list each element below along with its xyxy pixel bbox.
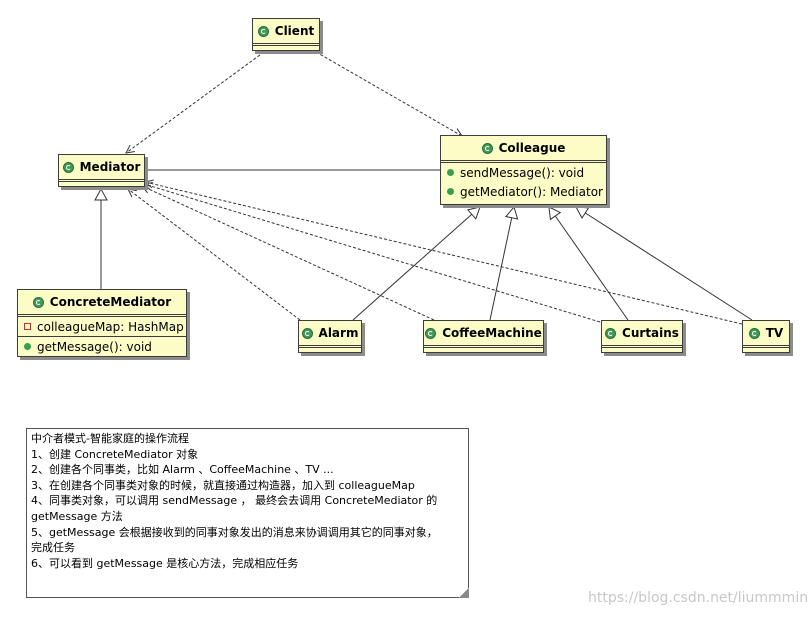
- class-icon: [425, 327, 437, 339]
- method-row: getMediator(): Mediator: [441, 182, 606, 201]
- class-header: Curtains: [602, 321, 682, 348]
- tv-to-mediator-dependency: [145, 182, 743, 325]
- class-tv[interactable]: TV: [742, 320, 790, 353]
- note-line: 5、getMessage 会根据接收到的同事对象发出的消息来协调调用其它的同事对…: [31, 525, 438, 539]
- class-mediator[interactable]: Mediator: [58, 154, 145, 187]
- method-signature: getMediator(): Mediator: [460, 184, 603, 199]
- class-icon: [748, 327, 760, 339]
- note-line: getMessage 方法: [31, 509, 123, 523]
- class-icon: [62, 161, 74, 173]
- curtains-to-mediator-dependency: [144, 184, 601, 323]
- alarm-to-colleague-generalization: [352, 206, 481, 321]
- class-name: ConcreteMediator: [49, 295, 172, 309]
- class-name: Alarm: [318, 326, 359, 340]
- class-name: TV: [765, 326, 784, 340]
- note-line: 完成任务: [31, 541, 75, 555]
- note-line: 6、可以看到 getMessage 是核心方法，完成相应任务: [31, 556, 299, 570]
- class-header: TV: [743, 321, 789, 348]
- tv-to-colleague-generalization: [575, 206, 753, 321]
- method-signature: sendMessage(): void: [460, 165, 585, 180]
- class-curtains[interactable]: Curtains: [601, 320, 683, 353]
- note-line: 3、在创建各个同事类对象的时候，就直接通过构造器，加入到 colleagueMa…: [31, 478, 415, 492]
- class-header: Alarm: [299, 321, 361, 348]
- description-note: 中介者模式-智能家庭的操作流程 1、创建 ConcreteMediator 对象…: [26, 428, 469, 598]
- class-name: Curtains: [622, 326, 679, 340]
- class-name: Client: [274, 24, 315, 38]
- note-line: 中介者模式-智能家庭的操作流程: [31, 432, 189, 445]
- class-alarm[interactable]: Alarm: [298, 320, 362, 353]
- public-method-icon: [24, 343, 31, 350]
- public-method-icon: [447, 169, 454, 176]
- class-icon: [301, 327, 313, 339]
- class-name: Colleague: [498, 141, 566, 155]
- class-header: Mediator: [59, 155, 144, 182]
- class-icon: [481, 142, 493, 154]
- method-signature: getMessage(): void: [37, 339, 152, 354]
- alarm-to-mediator-dependency: [128, 189, 301, 321]
- class-header: Client: [253, 19, 319, 46]
- attribute-signature: colleagueMap: HashMap: [37, 319, 184, 334]
- class-header: Colleague: [441, 136, 606, 163]
- class-header: CoffeeMachine: [424, 321, 543, 348]
- note-line: 1、创建 ConcreteMediator 对象: [31, 447, 199, 461]
- class-name: CoffeeMachine: [442, 326, 542, 340]
- watermark: https://blog.csdn.net/liummmin: [588, 590, 809, 606]
- note-line: 2、创建各个同事类，比如 Alarm 、CoffeeMachine 、TV ..…: [31, 463, 334, 477]
- class-concretemediator[interactable]: ConcreteMediator colleagueMap: HashMap g…: [17, 289, 187, 357]
- coffeemachine-to-mediator-dependency: [142, 186, 435, 321]
- class-client[interactable]: Client: [252, 18, 320, 51]
- attribute-row: colleagueMap: HashMap: [18, 317, 186, 336]
- curtains-to-colleague-generalization: [548, 206, 629, 321]
- client-to-mediator-dependency: [126, 51, 265, 153]
- class-icon: [257, 25, 269, 37]
- public-method-icon: [447, 188, 454, 195]
- class-icon: [605, 327, 617, 339]
- class-colleague[interactable]: Colleague sendMessage(): void getMediato…: [440, 135, 607, 205]
- client-to-colleague-dependency: [315, 51, 462, 136]
- class-coffeemachine[interactable]: CoffeeMachine: [423, 320, 544, 353]
- note-line: 4、同事类对象，可以调用 sendMessage ， 最终会去调用 Concre…: [31, 494, 438, 508]
- coffeemachine-to-colleague-generalization: [489, 205, 519, 321]
- class-name: Mediator: [79, 160, 141, 174]
- class-icon: [32, 296, 44, 308]
- class-header: ConcreteMediator: [18, 290, 186, 317]
- method-row: getMessage(): void: [18, 336, 186, 356]
- method-row: sendMessage(): void: [441, 163, 606, 182]
- private-attribute-icon: [24, 323, 31, 330]
